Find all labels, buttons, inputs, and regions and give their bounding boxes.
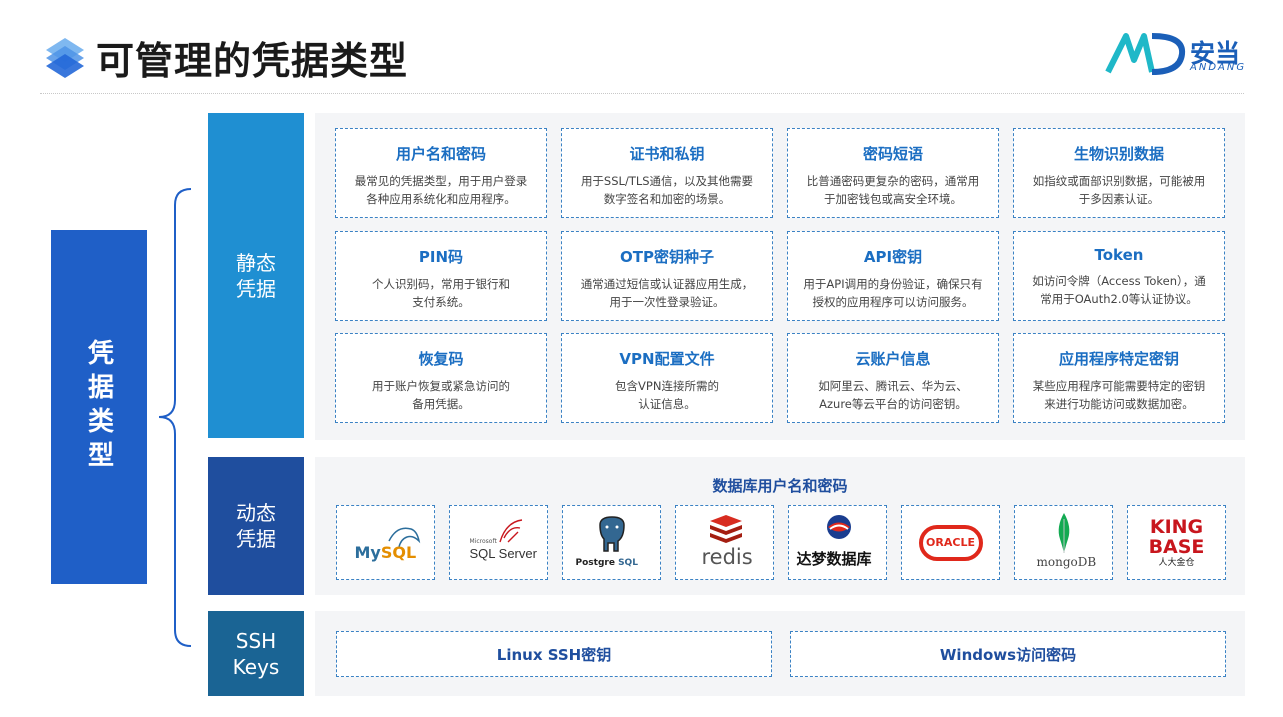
card-title: API密钥 xyxy=(863,248,923,266)
category-dynamic-line2: 凭据 xyxy=(236,527,276,551)
card-title: VPN配置文件 xyxy=(619,350,715,368)
card-token: Token 如访问令牌（Access Token），通常用于OAuth2.0等认… xyxy=(1013,231,1225,321)
windows-password-box: Windows访问密码 xyxy=(790,631,1226,677)
dynamic-section-title: 数据库用户名和密码 xyxy=(712,477,848,495)
elephant-icon xyxy=(598,515,625,552)
leaf-icon xyxy=(1058,512,1069,553)
mongodb-text: mongoDB xyxy=(1036,554,1097,569)
card-description: 个人识别码，常用于银行和支付系统。 xyxy=(372,277,510,309)
category-brace xyxy=(158,188,192,647)
linux-ssh-key-box: Linux SSH密钥 xyxy=(336,631,772,677)
redis-logo: redis xyxy=(675,505,774,580)
card-description: 用于API调用的身份验证，确保只有授权的应用程序可以访问服务。 xyxy=(803,277,983,309)
card-certificate-key: 证书和私钥 用于SSL/TLS通信，以及其他需要数字签名和加密的场景。 xyxy=(561,128,773,218)
card-description: 用于账户恢复或紧急访问的备用凭据。 xyxy=(372,379,510,411)
category-ssh-line1: SSH xyxy=(235,628,277,653)
category-static-line2: 凭据 xyxy=(236,276,276,301)
postgres-sql-text: SQL xyxy=(618,557,638,568)
card-title: 证书和私钥 xyxy=(629,145,705,163)
card-description: 如指纹或面部识别数据，可能被用于多因素认证。 xyxy=(1032,174,1206,206)
sqlserver-text: SQL Server xyxy=(469,545,537,561)
card-app-specific-key: 应用程序特定密钥 某些应用程序可能需要特定的密钥来进行功能访问或数据加密。 xyxy=(1013,333,1225,423)
postgresql-logo: Postgre SQL xyxy=(562,505,661,580)
redis-text: redis xyxy=(701,544,753,569)
card-description: 如访问令牌（Access Token），通常用于OAuth2.0等认证协议。 xyxy=(1032,274,1206,306)
card-otp-seed: OTP密钥种子 通常通过短信或认证器应用生成，用于一次性登录验证。 xyxy=(561,231,773,321)
card-title: PIN码 xyxy=(418,248,464,266)
sqlserver-microsoft: Microsoft xyxy=(469,537,497,545)
category-static-line1: 静态 xyxy=(236,250,276,275)
sqlserver-logo: Microsoft SQL Server xyxy=(449,505,548,580)
category-dynamic-line1: 动态 xyxy=(236,501,276,525)
andang-logo-icon xyxy=(1105,33,1186,75)
redis-icon xyxy=(709,514,742,543)
linux-ssh-key-label: Linux SSH密钥 xyxy=(496,645,612,664)
card-title: 云账户信息 xyxy=(855,350,931,368)
oracle-logo: ORACLE xyxy=(901,505,1000,580)
card-description: 最常见的凭据类型，用于用户登录各种应用系统化和应用程序。 xyxy=(354,174,528,206)
card-description: 用于SSL/TLS通信，以及其他需要数字签名和加密的场景。 xyxy=(580,174,754,206)
category-ssh-line2: Keys xyxy=(232,654,280,679)
card-title: Token xyxy=(1094,246,1144,264)
card-passphrase: 密码短语 比普通密码更复杂的密码，通常用于加密钱包或高安全环境。 xyxy=(787,128,999,218)
page-title: 可管理的凭据类型 xyxy=(96,39,409,83)
dameng-icon xyxy=(826,514,851,539)
mysql-text-sql: SQL xyxy=(380,542,417,562)
dameng-text: 达梦数据库 xyxy=(796,549,872,568)
card-title: 用户名和密码 xyxy=(395,145,486,163)
windows-password-label: Windows访问密码 xyxy=(939,645,1077,664)
root-category-label: 凭据类型 xyxy=(83,339,114,475)
card-title: 生物识别数据 xyxy=(1073,145,1164,163)
card-pin: PIN码 个人识别码，常用于银行和支付系统。 xyxy=(335,231,547,321)
sqlserver-icon xyxy=(498,518,522,542)
kingbase-text-base: BASE xyxy=(1148,535,1205,558)
mongodb-logo: mongoDB xyxy=(1014,505,1113,580)
card-title: OTP密钥种子 xyxy=(620,248,714,266)
mysql-text-my: My xyxy=(354,542,381,562)
card-biometric: 生物识别数据 如指纹或面部识别数据，可能被用于多因素认证。 xyxy=(1013,128,1225,218)
card-cloud-account: 云账户信息 如阿里云、腾讯云、华为云、Azure等云平台的访问密钥。 xyxy=(787,333,999,423)
card-username-password: 用户名和密码 最常见的凭据类型，用于用户登录各种应用系统化和应用程序。 xyxy=(335,128,547,218)
card-title: 应用程序特定密钥 xyxy=(1058,350,1179,368)
logo-subtitle: ANDANG xyxy=(1190,62,1247,73)
card-recovery-code: 恢复码 用于账户恢复或紧急访问的备用凭据。 xyxy=(335,333,547,423)
card-description: 包含VPN连接所需的认证信息。 xyxy=(615,379,719,411)
root-category-box: 凭据类型 xyxy=(51,230,147,584)
card-description: 通常通过短信或认证器应用生成，用于一次性登录验证。 xyxy=(580,277,754,309)
dameng-logo: 达梦数据库 xyxy=(788,505,887,580)
title-icon xyxy=(46,38,84,78)
category-dynamic: 动态凭据 xyxy=(208,457,304,595)
category-static: 静态凭据 xyxy=(208,113,304,438)
kingbase-subtext: 人大金仓 xyxy=(1158,557,1195,568)
card-api-key: API密钥 用于API调用的身份验证，确保只有授权的应用程序可以访问服务。 xyxy=(787,231,999,321)
kingbase-logo: KING BASE 人大金仓 xyxy=(1127,505,1226,580)
postgres-text: Postgre xyxy=(575,557,615,568)
card-vpn-config: VPN配置文件 包含VPN连接所需的认证信息。 xyxy=(561,333,773,423)
card-description: 比普通密码更复杂的密码，通常用于加密钱包或高安全环境。 xyxy=(806,174,980,206)
logo-name: 安当 xyxy=(1190,39,1241,68)
card-description: 如阿里云、腾讯云、华为云、Azure等云平台的访问密钥。 xyxy=(818,379,968,411)
card-description: 某些应用程序可能需要特定的密钥来进行功能访问或数据加密。 xyxy=(1032,379,1206,411)
oracle-text: ORACLE xyxy=(926,536,975,549)
card-title: 密码短语 xyxy=(862,145,923,163)
kingbase-text-king: KING xyxy=(1149,515,1204,538)
header-divider xyxy=(40,93,1244,94)
card-title: 恢复码 xyxy=(418,350,464,368)
dolphin-icon xyxy=(387,527,420,547)
mysql-logo: MySQL xyxy=(336,505,435,580)
